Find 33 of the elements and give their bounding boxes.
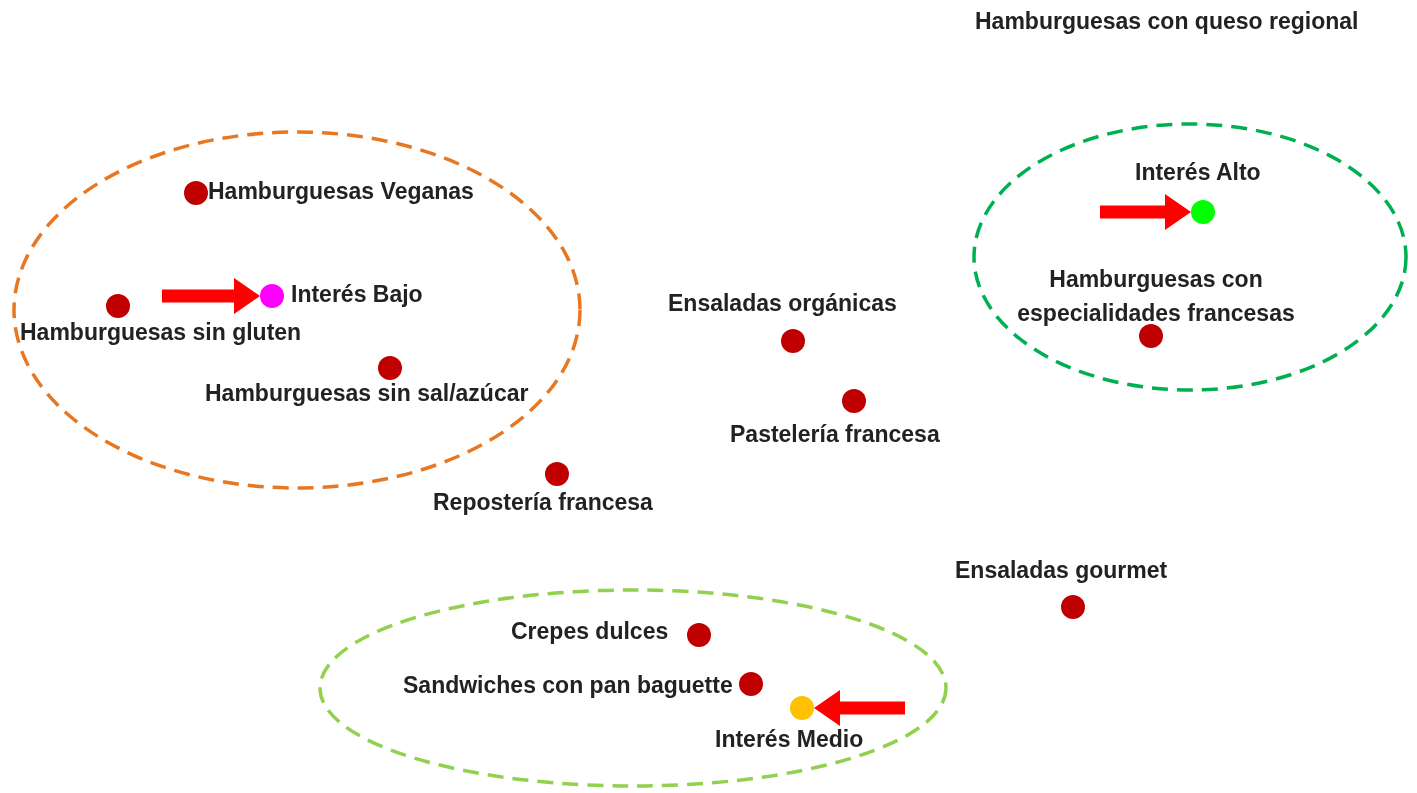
point-label: Hamburguesas sin gluten: [20, 319, 302, 345]
data-point: [378, 356, 402, 380]
point-label: Hamburguesas con queso regional: [975, 8, 1359, 34]
data-point: [1061, 595, 1085, 619]
data-point: [739, 672, 763, 696]
arrow: [814, 690, 905, 726]
point-label: Interés Alto: [1135, 159, 1261, 185]
dashed-ellipse: [318, 588, 948, 788]
data-point: [687, 623, 711, 647]
point-label: Crepes dulces: [511, 618, 669, 644]
dashed-ellipse: [972, 122, 1408, 392]
point-label: Repostería francesa: [433, 489, 653, 515]
data-point: [260, 284, 284, 308]
point-label: Hamburguesas con especialidades francesas: [1016, 265, 1296, 328]
arrow: [1100, 194, 1191, 230]
point-label: Pastelería francesa: [730, 421, 940, 447]
point-label: Interés Medio: [715, 726, 864, 752]
data-point: [781, 329, 805, 353]
data-point: [790, 696, 814, 720]
point-label: Hamburguesas sin sal/azúcar: [205, 380, 529, 406]
dashed-ellipse: [12, 130, 582, 490]
arrow: [162, 278, 260, 314]
point-label: Interés Bajo: [291, 281, 423, 307]
data-point: [842, 389, 866, 413]
data-point: [545, 462, 569, 486]
point-label: Sandwiches con pan baguette: [403, 672, 733, 698]
data-point: [184, 181, 208, 205]
point-label: Ensaladas gourmet: [955, 557, 1168, 583]
data-point: [1139, 324, 1163, 348]
point-label: Hamburguesas Veganas: [208, 178, 474, 204]
data-point: [106, 294, 130, 318]
point-label: Ensaladas orgánicas: [668, 290, 897, 316]
data-point: [1191, 200, 1215, 224]
